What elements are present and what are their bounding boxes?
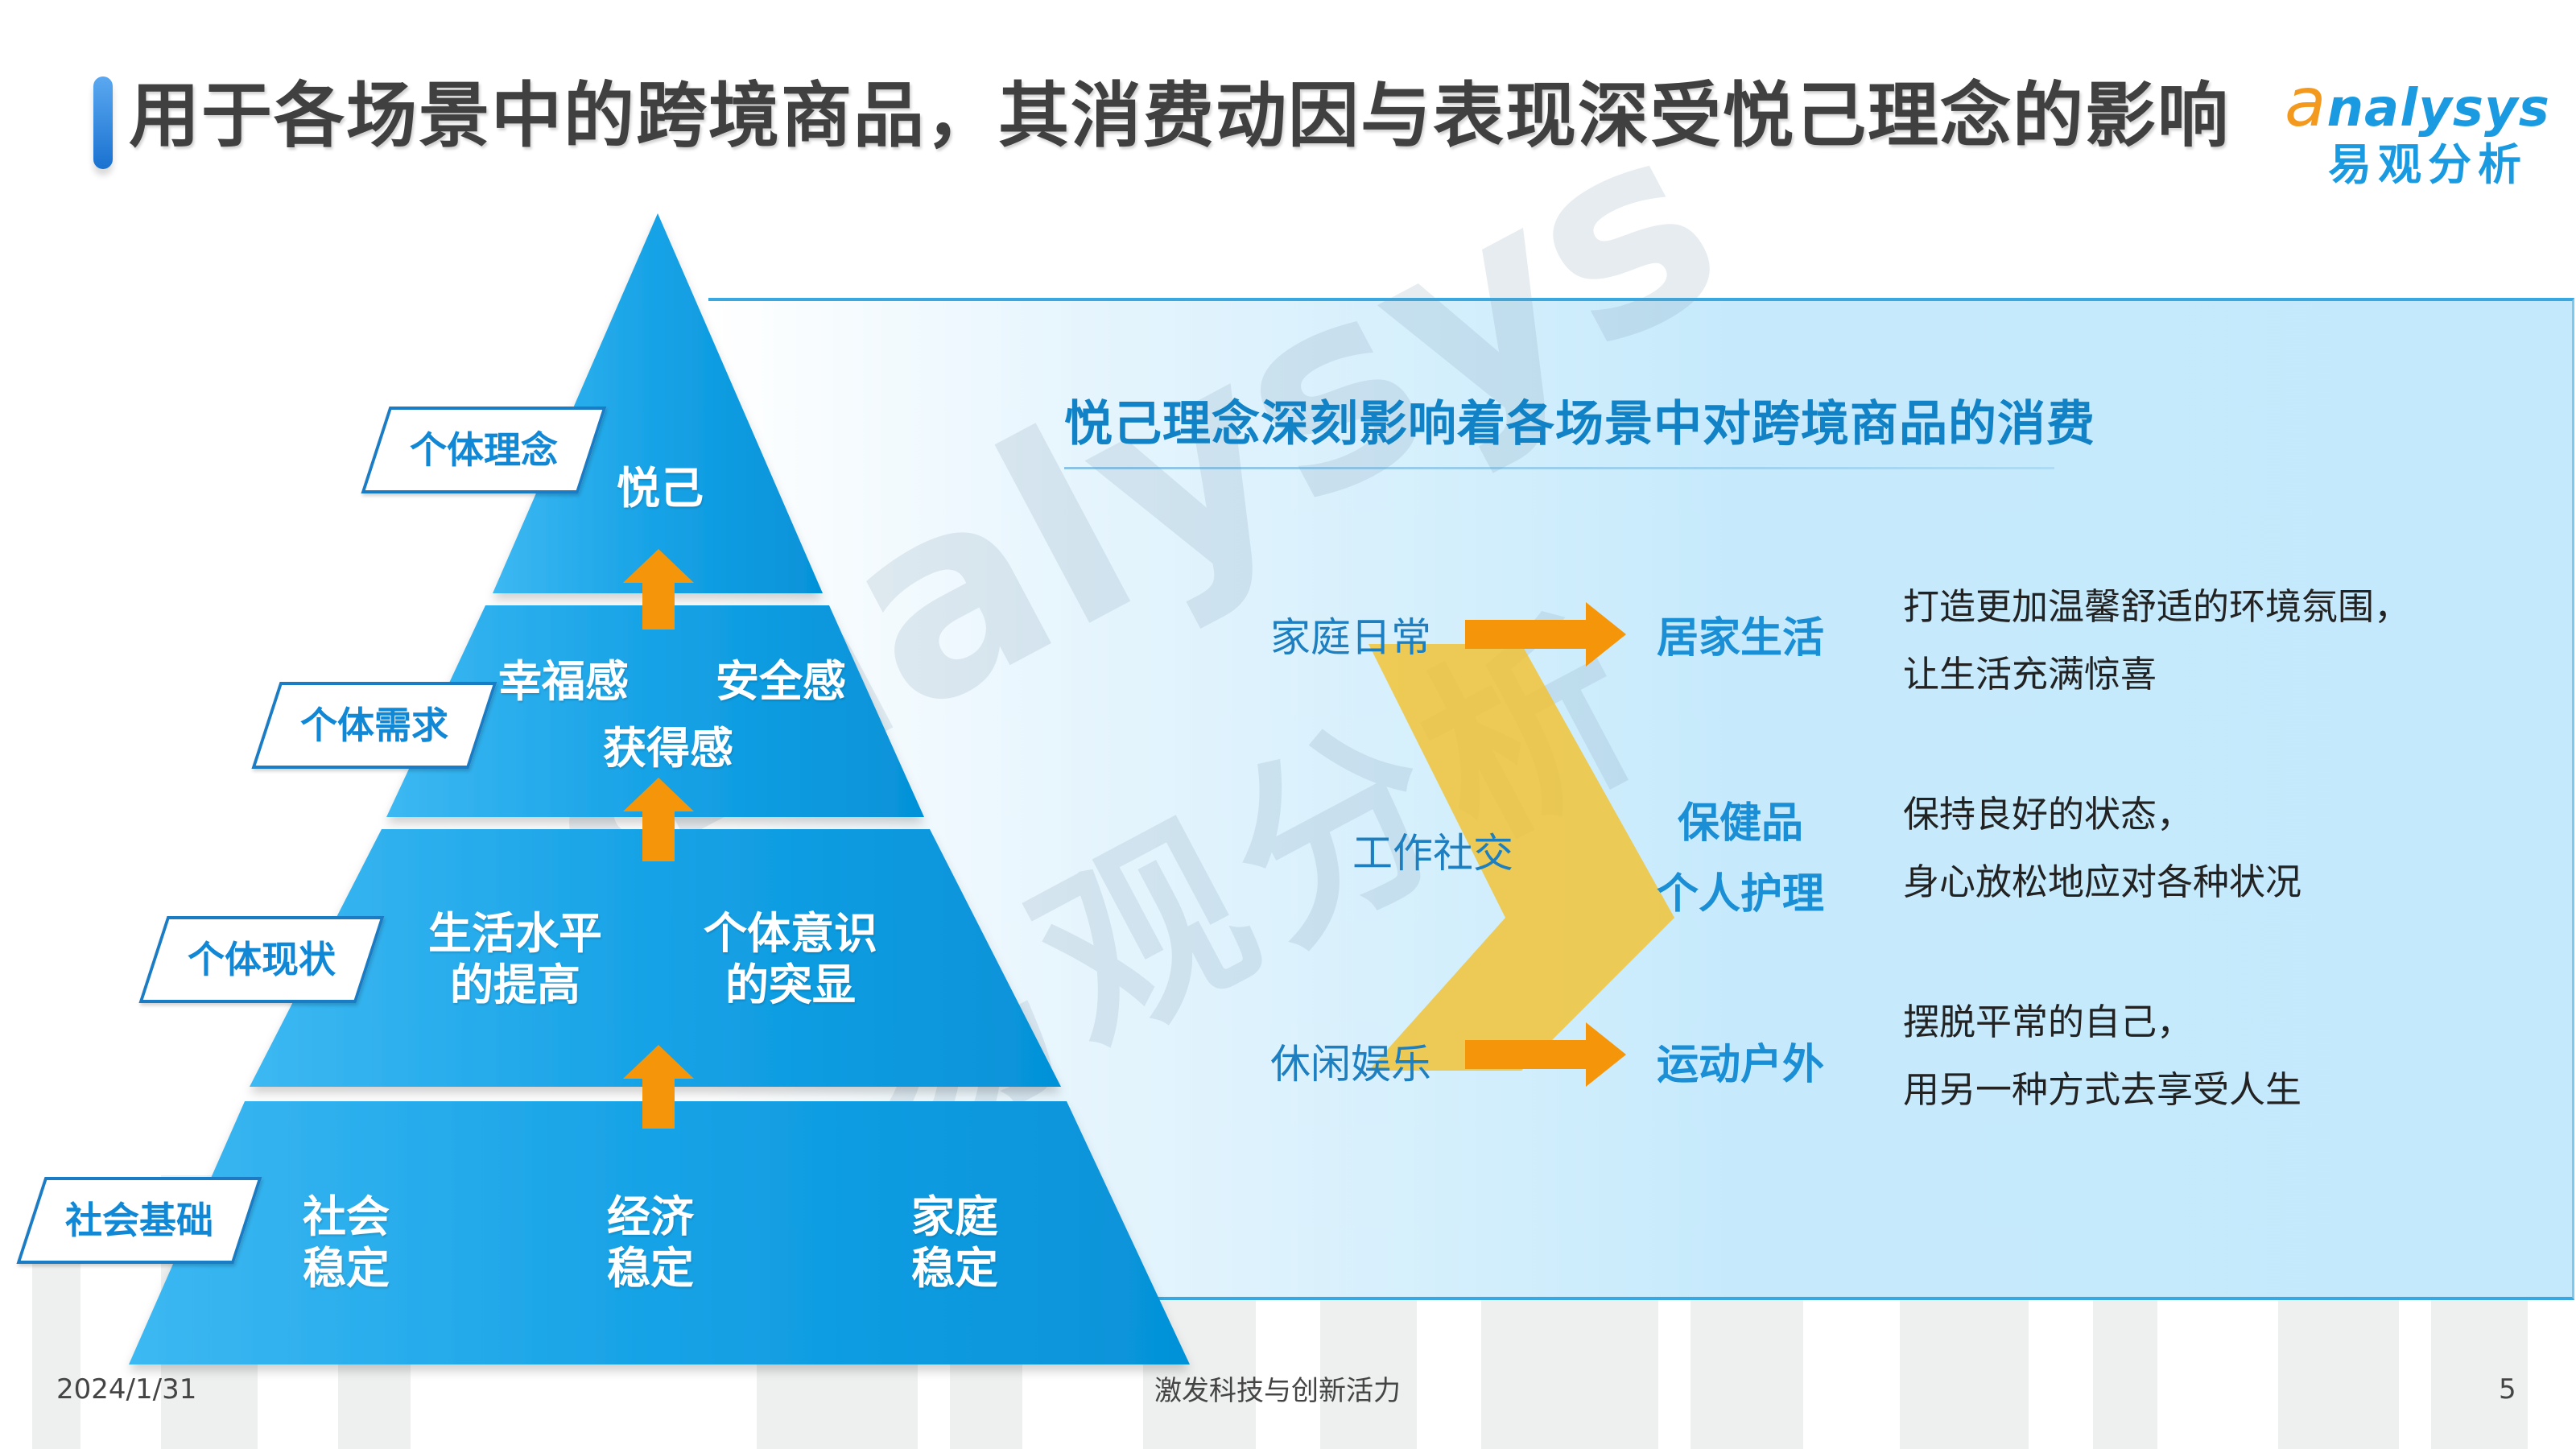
logo-swoosh-icon: a bbox=[2285, 63, 2327, 142]
panel-title-divider bbox=[1064, 467, 2054, 469]
tier2-item-happiness: 幸福感 bbox=[498, 656, 629, 707]
tier1-item-self-pleasing: 悦己 bbox=[617, 463, 704, 514]
pyramid-tier-2 bbox=[386, 605, 924, 817]
desc-home: 打造更加温馨舒适的环境氛围， 让生活充满惊喜 bbox=[1903, 585, 2411, 696]
desc-leisure: 摆脱平常的自己， 用另一种方式去享受人生 bbox=[1903, 1001, 2302, 1111]
tier4-item-family-stability: 家庭 稳定 bbox=[911, 1191, 998, 1294]
tier-label-status: 个体现状 bbox=[138, 916, 385, 1003]
logo-chinese: 易观分析 bbox=[2328, 139, 2528, 190]
logo-analysys: analysys bbox=[2285, 63, 2550, 142]
scene-home: 家庭日常 bbox=[1270, 614, 1431, 661]
tier-label-needs: 个体需求 bbox=[251, 682, 497, 769]
up-arrow-icon bbox=[623, 1045, 694, 1129]
chevron-shape bbox=[1368, 644, 1674, 1071]
footer-slogan: 激发科技与创新活力 bbox=[1154, 1375, 1401, 1407]
tier-label-society: 社会基础 bbox=[16, 1177, 262, 1264]
title-accent-bar bbox=[93, 76, 113, 169]
product-sports-outdoor: 运动户外 bbox=[1657, 1041, 1825, 1089]
tier2-item-gain: 获得感 bbox=[603, 723, 733, 774]
pyramid-tier-3 bbox=[250, 829, 1061, 1087]
desc-work-social: 保持良好的状态， 身心放松地应对各种状况 bbox=[1903, 793, 2302, 903]
footer-date: 2024/1/31 bbox=[56, 1373, 197, 1406]
tier-label-concept: 个体理念 bbox=[361, 407, 607, 493]
product-health: 保健品 bbox=[1678, 799, 1804, 848]
tier4-item-social-stability: 社会 稳定 bbox=[303, 1191, 390, 1294]
tier4-item-economic-stability: 经济 稳定 bbox=[607, 1191, 694, 1294]
page-number: 5 bbox=[2499, 1373, 2516, 1406]
scene-work-social: 工作社交 bbox=[1352, 830, 1513, 877]
pyramid bbox=[129, 213, 1190, 1364]
pyramid-tier-1 bbox=[493, 213, 823, 593]
tier3-item-individual-awareness: 个体意识 的突显 bbox=[704, 908, 877, 1010]
pyramid-tier-4 bbox=[129, 1101, 1190, 1364]
page-title: 用于各场景中的跨境商品，其消费动因与表现深受悦己理念的影响 bbox=[129, 74, 2231, 157]
scene-leisure: 休闲娱乐 bbox=[1270, 1041, 1431, 1088]
right-arrow-icon bbox=[1465, 1022, 1626, 1087]
right-arrow-icon bbox=[1465, 602, 1626, 667]
tier2-item-security: 安全感 bbox=[716, 656, 846, 707]
up-arrow-icon bbox=[623, 549, 694, 630]
up-arrow-icon bbox=[623, 778, 694, 861]
panel-title: 悦己理念深刻影响着各场景中对跨境商品的消费 bbox=[1064, 396, 2095, 452]
product-personal-care: 个人护理 bbox=[1657, 870, 1825, 919]
tier3-item-living-standard: 生活水平 的提高 bbox=[428, 908, 602, 1010]
product-home-living: 居家生活 bbox=[1657, 614, 1825, 663]
